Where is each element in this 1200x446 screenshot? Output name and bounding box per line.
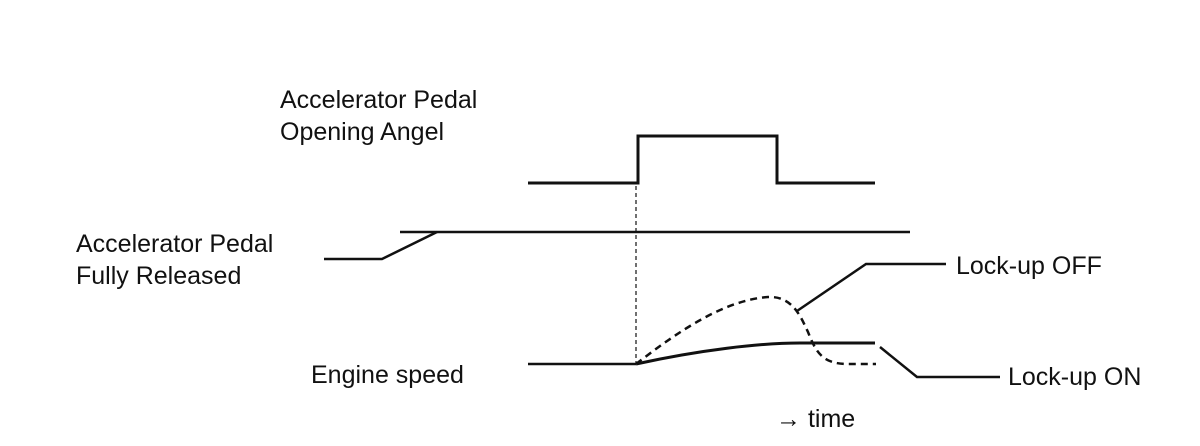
engine-speed-lockup-off-curve xyxy=(635,295,876,366)
pedal-angle-label-line2: Opening Angel xyxy=(280,118,444,146)
lockup-on-leader xyxy=(879,346,1000,379)
pedal-angle-label-line1: Accelerator Pedal xyxy=(280,86,477,114)
pedal-released-label-line1: Accelerator Pedal xyxy=(76,230,273,258)
pedal-released-leader xyxy=(324,230,438,261)
pedal-released-label-line2: Fully Released xyxy=(76,262,241,290)
lockup-on-label: Lock-up ON xyxy=(1008,363,1141,391)
engine-speed-lockup-on-curve xyxy=(635,341,875,366)
time-axis-label: → time xyxy=(776,405,855,433)
lockup-off-leader xyxy=(796,262,946,313)
lockup-off-label: Lock-up OFF xyxy=(956,252,1102,280)
pedal-angle-trace xyxy=(528,134,875,185)
engine-speed-label: Engine speed xyxy=(311,361,464,389)
